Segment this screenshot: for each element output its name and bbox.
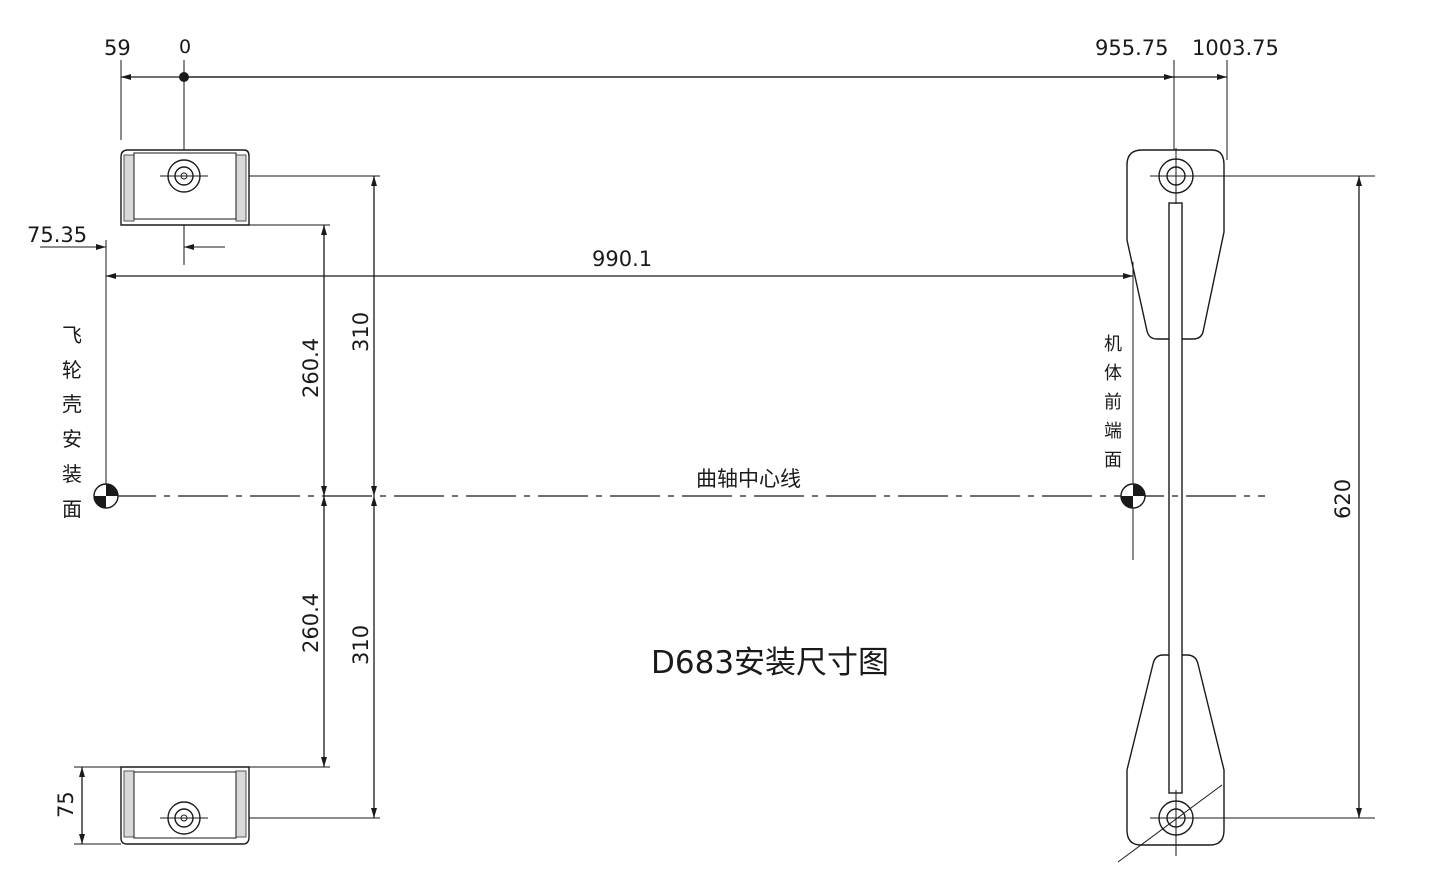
engine-char-1: 机 — [1104, 334, 1122, 355]
right-center-symbol — [1120, 483, 1146, 509]
flywheel-char-1: 飞 — [62, 323, 82, 347]
engine-char-5: 面 — [1104, 450, 1122, 471]
dim-990-1: 990.1 — [592, 247, 652, 271]
dim-1003-75: 1003.75 — [1192, 36, 1279, 60]
upper-vertical-dimensions: 260.4 310 — [249, 175, 380, 496]
engine-char-3: 前 — [1104, 392, 1122, 413]
top-dimension: 59 0 955.75 1003.75 — [104, 36, 1279, 265]
flywheel-char-3: 壳 — [62, 392, 82, 416]
engine-front-face-label: 机 体 前 端 面 — [1104, 334, 1122, 471]
dim-0: 0 — [179, 36, 191, 58]
dim-upper-260-4: 260.4 — [299, 338, 323, 398]
left-center-symbol — [93, 483, 119, 509]
lower-vertical-dimensions: 260.4 310 — [249, 496, 380, 819]
dim-955-75: 955.75 — [1095, 36, 1168, 60]
flywheel-char-4: 安 — [62, 427, 82, 451]
dim-lower-260-4: 260.4 — [299, 593, 323, 653]
flywheel-face-label: 飞 轮 壳 安 装 面 — [62, 323, 82, 521]
crankshaft-centerline: 曲轴中心线 — [93, 467, 1265, 509]
offset-dimension: 75.35 — [27, 223, 225, 505]
left-bottom-mount-foot — [120, 766, 250, 845]
dim-lower-310: 310 — [349, 625, 373, 665]
dim-59: 59 — [104, 36, 131, 60]
flywheel-char-6: 面 — [62, 497, 82, 521]
engine-char-4: 端 — [1104, 421, 1122, 442]
length-dimension: 990.1 — [106, 247, 1134, 560]
span-dimension: 620 — [1193, 175, 1375, 819]
centerline-label: 曲轴中心线 — [696, 467, 801, 491]
foot-height-dimension: 75 — [54, 766, 121, 845]
flywheel-char-5: 装 — [62, 462, 82, 486]
right-mount-bracket — [1117, 148, 1225, 863]
drawing-title: D683安装尺寸图 — [651, 645, 889, 681]
flywheel-char-2: 轮 — [62, 358, 82, 382]
dim-75-35: 75.35 — [27, 223, 87, 247]
engine-char-2: 体 — [1104, 363, 1122, 384]
dim-75: 75 — [54, 791, 78, 818]
dim-upper-310: 310 — [349, 312, 373, 352]
left-top-mount-foot — [120, 149, 250, 226]
dim-620: 620 — [1331, 479, 1355, 519]
